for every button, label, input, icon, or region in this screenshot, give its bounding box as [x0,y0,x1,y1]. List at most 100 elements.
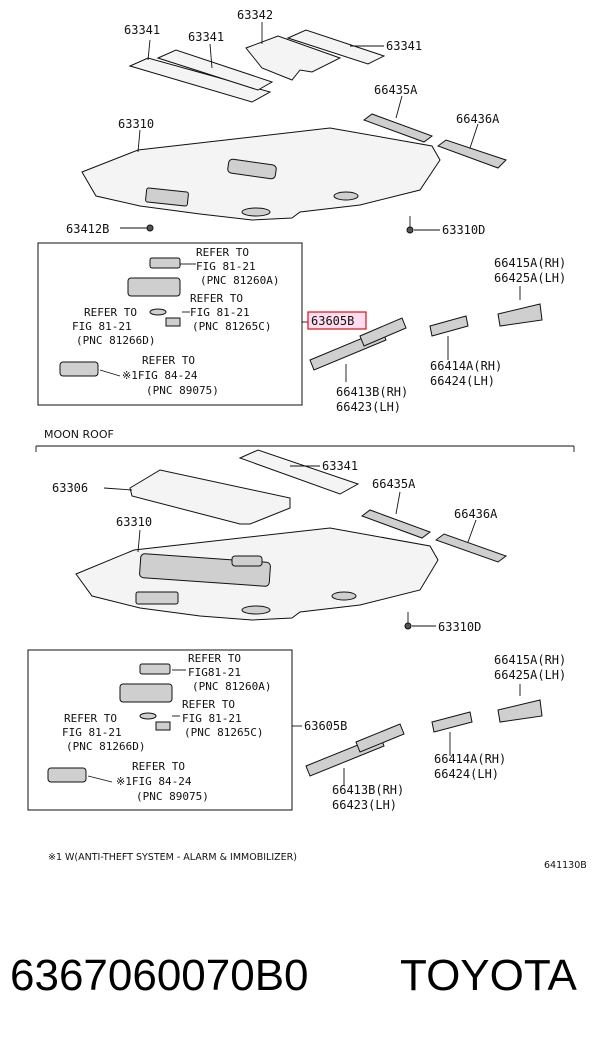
moon-screw-63310D [404,622,412,630]
moon-label-63306: 63306 [52,481,88,495]
moon-accessory-group-box [27,649,293,811]
label-66413B: 66413B(RH) [336,385,408,399]
moon-label-66414A: 66414A(RH) [434,752,506,766]
pad-63341-moon [238,449,360,495]
moon-ref3-line3: (PNC 81266D) [66,740,145,753]
garnish-66413B-upper [359,317,407,347]
ref1-line3: (PNC 81260A) [200,274,279,287]
garnish-66415A [497,303,543,327]
moon-label-63310D: 63310D [438,620,481,634]
label-63341-c: 63341 [386,39,422,53]
moon-grip-hole-2 [331,591,357,601]
moon-ref1-line2: FIG81-21 [188,666,241,679]
moon-ref3-line1: REFER TO [64,712,117,725]
part-number: 6367060070B0 [10,951,309,1000]
moon-ref1-line1: REFER TO [188,652,241,665]
label-66435A: 66435A [374,83,418,97]
accessory-group-box [37,242,303,406]
brand-name: TOYOTA [400,951,577,1000]
moon-garnish-66415A [497,699,543,723]
label-63412B: 63412B [66,222,109,236]
moon-grip-hole [241,605,271,615]
ref4-line2: ※1FIG 84-24 [122,369,198,382]
label-63342: 63342 [237,8,273,22]
rail-66436A [436,139,507,169]
ref2-line1: REFER TO [190,292,243,305]
ref2-line2: FIG 81-21 [190,306,250,319]
highlight-frame-63605B [307,311,367,330]
moon-label-63310: 63310 [116,515,152,529]
moon-label-66425A: 66425A(LH) [494,668,566,682]
moon-garnish-66414A [431,711,473,733]
moon-map-lamp [139,663,171,675]
moon-dome-cutout [231,555,263,567]
ref4-line1: REFER TO [142,354,195,367]
headliner-dome-cutout [227,158,277,180]
label-63310: 63310 [118,117,154,131]
console-box [127,277,181,297]
assist-grip-hole [241,207,271,217]
moon-garnish-66413B-upper [355,723,405,753]
small-cover [165,317,181,327]
moon-roof-section: MOON ROOF [27,428,575,812]
ref3-line1: REFER TO [84,306,137,319]
moon-small-cover [155,721,171,731]
moon-label-66423: 66423(LH) [332,798,397,812]
top-section: 63341 63342 63341 63341 66435A 66436A 63… [37,8,566,414]
label-66425A: 66425A(LH) [494,271,566,285]
sensor-unit [59,361,99,377]
rail-66435A [362,113,434,143]
ref2-line3: (PNC 81265C) [192,320,271,333]
moon-console-cutout [135,591,179,605]
label-66436A: 66436A [456,112,500,126]
moon-rail-66435A [360,509,432,539]
moon-ref1-line3: (PNC 81260A) [192,680,271,693]
footnote: ※1 W(ANTI-THEFT SYSTEM - ALARM & IMMOBIL… [48,852,297,863]
map-lamp [149,257,181,269]
moon-ref2-line2: FIG 81-21 [182,712,242,725]
label-66415A: 66415A(RH) [494,256,566,270]
screw-63310D [406,226,414,234]
label-63310D: 63310D [442,223,485,237]
small-lens [149,308,167,316]
moon-label-66415A: 66415A(RH) [494,653,566,667]
label-66414A: 66414A(RH) [430,359,502,373]
moon-ref3-line2: FIG 81-21 [62,726,122,739]
ref3-line3: (PNC 81266D) [76,334,155,347]
moon-ref4-line2: ※1FIG 84-24 [116,775,192,788]
moon-label-66436A: 66436A [454,507,498,521]
moon-sensor-unit [47,767,87,783]
moon-label-63605B: 63605B [304,719,347,733]
ref1-line2: FIG 81-21 [196,260,256,273]
moon-label-66413B: 66413B(RH) [332,783,404,797]
moon-ref2-line1: REFER TO [182,698,235,711]
garnish-66414A [429,315,469,337]
moon-ref2-line3: (PNC 81265C) [184,726,263,739]
moon-ref4-line3: (PNC 89075) [136,790,209,803]
figure-code: 641130B [544,860,587,871]
ref4-line3: (PNC 89075) [146,384,219,397]
pad-63341-right [286,29,386,65]
moon-ref4-line1: REFER TO [132,760,185,773]
ref1-line1: REFER TO [196,246,249,259]
label-63341-b: 63341 [188,30,224,44]
sunshade-63306 [129,469,291,525]
headliner-console-cutout [145,187,189,207]
moon-label-66435A: 66435A [372,477,416,491]
moon-small-lens [139,712,157,720]
label-66423: 66423(LH) [336,400,401,414]
section-title-moon-roof: MOON ROOF [44,428,114,441]
moon-label-63341: 63341 [322,459,358,473]
pad-63342 [245,35,342,81]
clip-63412B [146,224,154,232]
label-63605B: 63605B [311,314,354,328]
label-63341-a: 63341 [124,23,160,37]
moon-console-box [119,683,173,703]
pad-63341-left [128,57,272,103]
ref3-line2: FIG 81-21 [72,320,132,333]
moon-label-66424: 66424(LH) [434,767,499,781]
label-66424: 66424(LH) [430,374,495,388]
assist-grip-hole-2 [333,191,359,201]
